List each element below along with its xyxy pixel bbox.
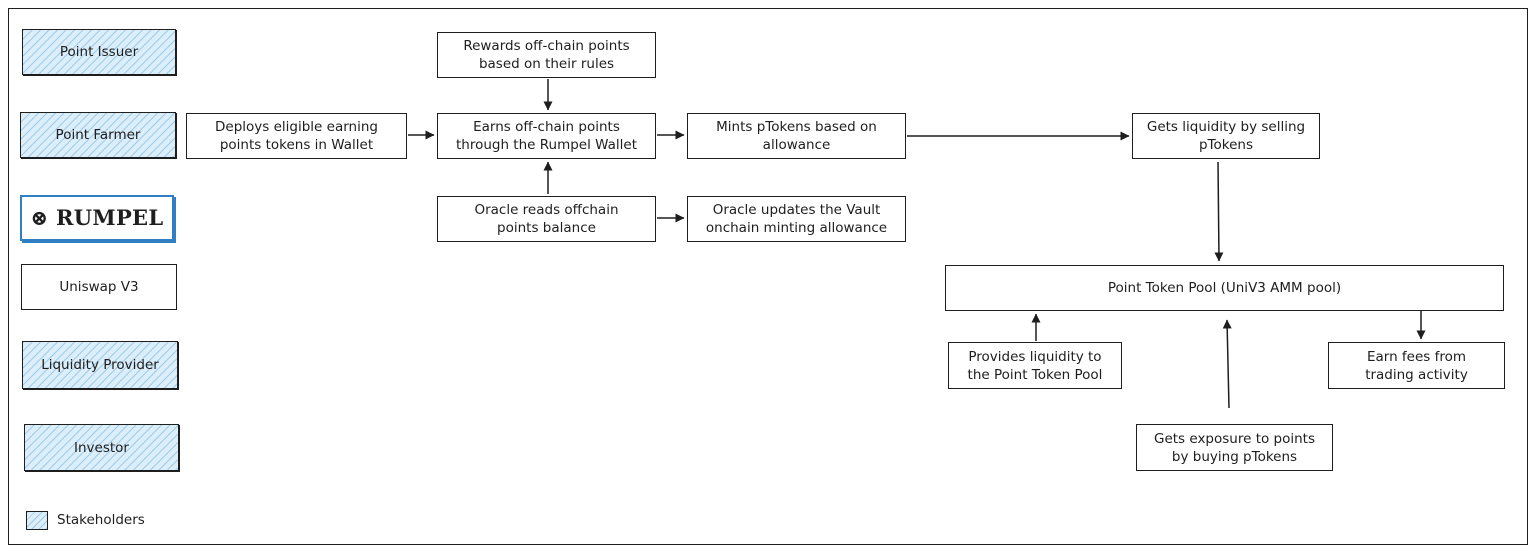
step-oracle-reads: Oracle reads offchain points balance bbox=[437, 196, 656, 242]
step-deploys-tokens-text: Deploys eligible earning points tokens i… bbox=[215, 119, 378, 153]
rumpel-logo-text: ⊗ RUMPEL bbox=[30, 205, 164, 230]
stakeholder-point-issuer-label: Point Issuer bbox=[59, 44, 139, 60]
stakeholder-liquidity-provider: Liquidity Provider bbox=[22, 341, 178, 389]
stakeholder-point-farmer-label: Point Farmer bbox=[55, 127, 141, 143]
step-provides-liquidity: Provides liquidity to the Point Token Po… bbox=[948, 342, 1122, 389]
step-earn-fees: Earn fees from trading activity bbox=[1328, 342, 1505, 389]
step-rewards-points-text: Rewards off-chain points based on their … bbox=[463, 38, 630, 72]
step-oracle-reads-text: Oracle reads offchain points balance bbox=[474, 202, 619, 236]
step-gets-exposure: Gets exposure to points by buying pToken… bbox=[1136, 424, 1333, 471]
step-gets-exposure-text: Gets exposure to points by buying pToken… bbox=[1153, 430, 1316, 465]
point-token-pool-text: Point Token Pool (UniV3 AMM pool) bbox=[1107, 280, 1342, 296]
legend-label: Stakeholders bbox=[57, 512, 145, 528]
stakeholder-point-issuer: Point Issuer bbox=[22, 29, 176, 75]
stakeholder-rumpel-logo: ⊗ RUMPEL bbox=[20, 195, 174, 241]
stakeholder-liquidity-provider-label: Liquidity Provider bbox=[41, 357, 159, 373]
step-mints-ptokens-text: Mints pTokens based on allowance bbox=[716, 119, 877, 153]
diagram-frame bbox=[8, 8, 1528, 545]
legend-swatch bbox=[26, 511, 48, 530]
stakeholder-point-farmer: Point Farmer bbox=[20, 112, 176, 158]
step-deploys-tokens: Deploys eligible earning points tokens i… bbox=[186, 113, 407, 159]
point-token-pool: Point Token Pool (UniV3 AMM pool) bbox=[945, 265, 1504, 311]
step-rewards-points: Rewards off-chain points based on their … bbox=[437, 32, 656, 78]
step-oracle-updates: Oracle updates the Vault onchain minting… bbox=[687, 196, 906, 242]
stakeholder-investor: Investor bbox=[24, 424, 179, 471]
step-oracle-updates-text: Oracle updates the Vault onchain minting… bbox=[705, 202, 888, 236]
stakeholder-investor-label: Investor bbox=[74, 439, 129, 456]
stakeholder-uniswap: Uniswap V3 bbox=[21, 264, 177, 310]
step-gets-liquidity: Gets liquidity by selling pTokens bbox=[1132, 113, 1320, 159]
step-earns-points: Earns off-chain points through the Rumpe… bbox=[437, 113, 656, 159]
step-earns-points-text: Earns off-chain points through the Rumpe… bbox=[455, 119, 638, 153]
step-provides-liquidity-text: Provides liquidity to the Point Token Po… bbox=[967, 348, 1103, 383]
stakeholder-uniswap-label: Uniswap V3 bbox=[59, 279, 139, 295]
step-mints-ptokens: Mints pTokens based on allowance bbox=[687, 113, 906, 159]
step-earn-fees-text: Earn fees from trading activity bbox=[1365, 348, 1468, 383]
step-gets-liquidity-text: Gets liquidity by selling pTokens bbox=[1146, 119, 1306, 153]
